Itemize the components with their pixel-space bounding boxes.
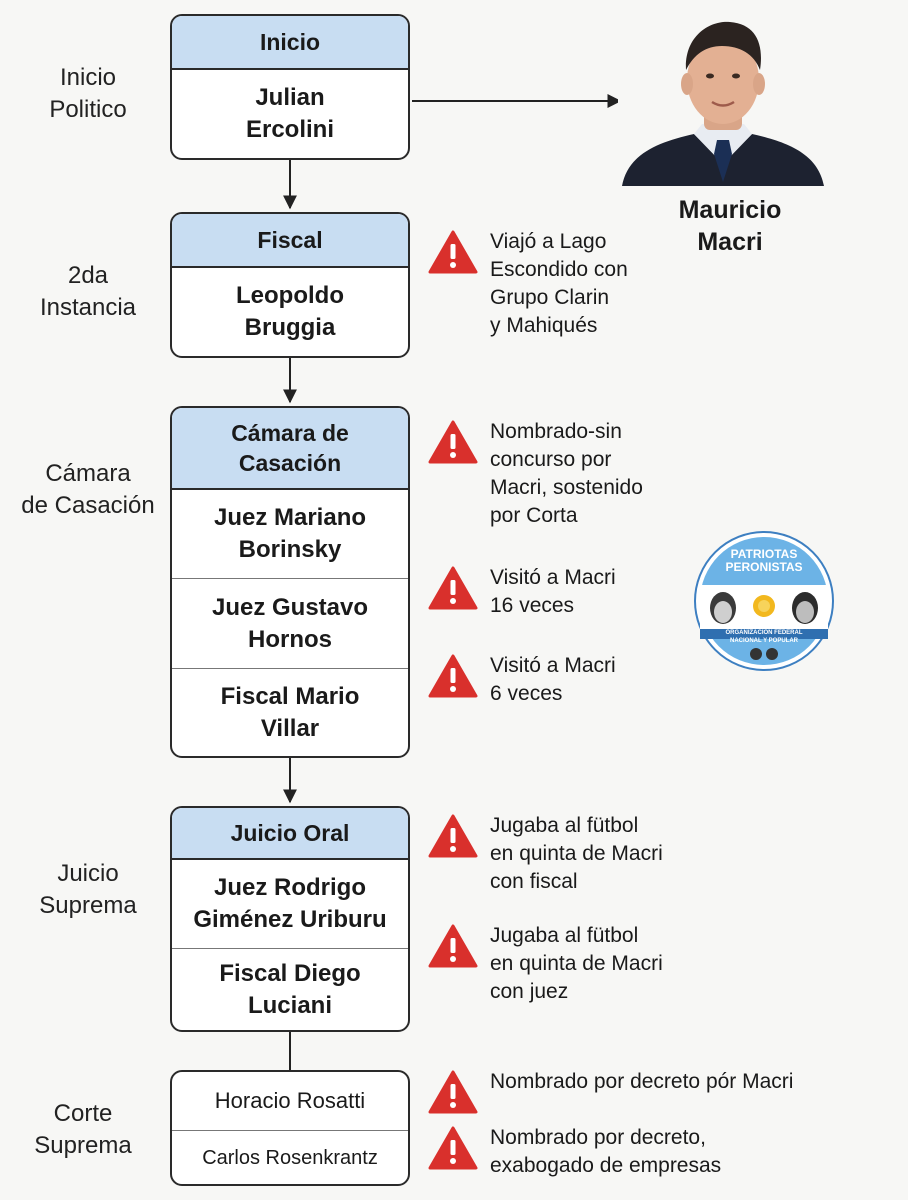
box-inicio-row: Julian Ercolini [245, 84, 335, 143]
note-text: Jugaba al fütbol en quinta de Macri con … [490, 924, 663, 1003]
box-corte: Horacio Rosatti Carlos Rosenkrantz [170, 1070, 410, 1186]
box-juicio: Juicio Oral Juez Rodrigo Giménez Uriburu… [170, 806, 410, 1032]
stage-label-inicio-politico: Inicio Politico [49, 64, 127, 123]
box-casacion-row-hornos: Juez Gustavo Hornos [172, 578, 408, 668]
stage-label-corte-suprema: Corte Suprema [34, 1100, 132, 1159]
box-inicio-header: Inicio [172, 16, 408, 70]
note-hornos: Visitó a Macri 16 veces [428, 564, 616, 620]
portrait-name: Mauricio Macri [678, 196, 782, 256]
logo-title-line2: PERONISTAS [725, 560, 803, 574]
box-juicio-row-gimenez: Juez Rodrigo Giménez Uriburu [193, 874, 387, 933]
stage-label-2da-instancia: 2da Instancia [39, 262, 137, 321]
box-corte-row-rosenkrantz: Carlos Rosenkrantz [172, 1130, 408, 1184]
portrait-image [618, 14, 828, 186]
box-fiscal-header: Fiscal [172, 214, 408, 268]
logo-subtitle-line2: NACIONAL Y POPULAR [729, 638, 798, 644]
box-corte-row-rosatti: Horacio Rosatti [214, 1088, 366, 1113]
note-text: Nombrado-sin concurso por Macri, sosteni… [490, 420, 643, 527]
warning-icon [428, 654, 478, 698]
logo-title-line1: PATRIOTAS [730, 547, 798, 561]
note-rosatti: Nombrado por decreto pór Macri [428, 1068, 793, 1114]
warning-icon [428, 1070, 478, 1114]
note-text: Nombrado por decreto, exabogado de empre… [490, 1126, 722, 1177]
box-inicio: Inicio Julian Ercolini [170, 14, 410, 160]
note-text: Visitó a Macri 6 veces [490, 654, 616, 705]
warning-icon [428, 1126, 478, 1170]
warning-icon [428, 420, 478, 464]
note-villar: Visitó a Macri 6 veces [428, 652, 616, 708]
note-text: Jugaba al fütbol en quinta de Macri con … [490, 814, 663, 893]
box-fiscal-row: Leopoldo Bruggia [236, 282, 344, 341]
note-gimenez: Jugaba al fütbol en quinta de Macri con … [428, 812, 663, 896]
warning-icon [428, 230, 478, 274]
stage-label-camara-casacion: Cámara de Casación [21, 460, 155, 519]
stage-label-juicio-suprema: Juicio Suprema [39, 860, 137, 919]
box-juicio-header: Juicio Oral [172, 808, 408, 860]
box-fiscal: Fiscal Leopoldo Bruggia [170, 212, 410, 358]
note-borinsky: Nombrado-sin concurso por Macri, sosteni… [428, 418, 643, 530]
note-text: Visitó a Macri 16 veces [490, 566, 616, 617]
box-casacion-row-villar: Fiscal Mario Villar [172, 668, 408, 756]
logo-patriotas-peronistas: PATRIOTAS PERONISTAS ORGANIZACIÓN FEDERA… [693, 530, 835, 672]
note-text: Nombrado por decreto pór Macri [490, 1070, 794, 1093]
note-luciani: Jugaba al fütbol en quinta de Macri con … [428, 922, 663, 1006]
box-casacion-header: Cámara de Casación [172, 408, 408, 490]
note-rosenkrantz: Nombrado por decreto, exabogado de empre… [428, 1124, 721, 1180]
warning-icon [428, 924, 478, 968]
note-bruggia: Viajó a Lago Escondido con Grupo Clarin … [428, 228, 628, 340]
box-casacion-row-borinsky: Juez Mariano Borinsky [213, 504, 367, 563]
warning-icon [428, 814, 478, 858]
logo-subtitle-line1: ORGANIZACIÓN FEDERAL [725, 630, 803, 636]
box-casacion: Cámara de Casación Juez Mariano Borinsky… [170, 406, 410, 758]
logo-badge-icon [694, 531, 834, 671]
warning-icon [428, 566, 478, 610]
box-juicio-row-luciani: Fiscal Diego Luciani [172, 948, 408, 1030]
note-text: Viajó a Lago Escondido con Grupo Clarin … [490, 230, 628, 337]
